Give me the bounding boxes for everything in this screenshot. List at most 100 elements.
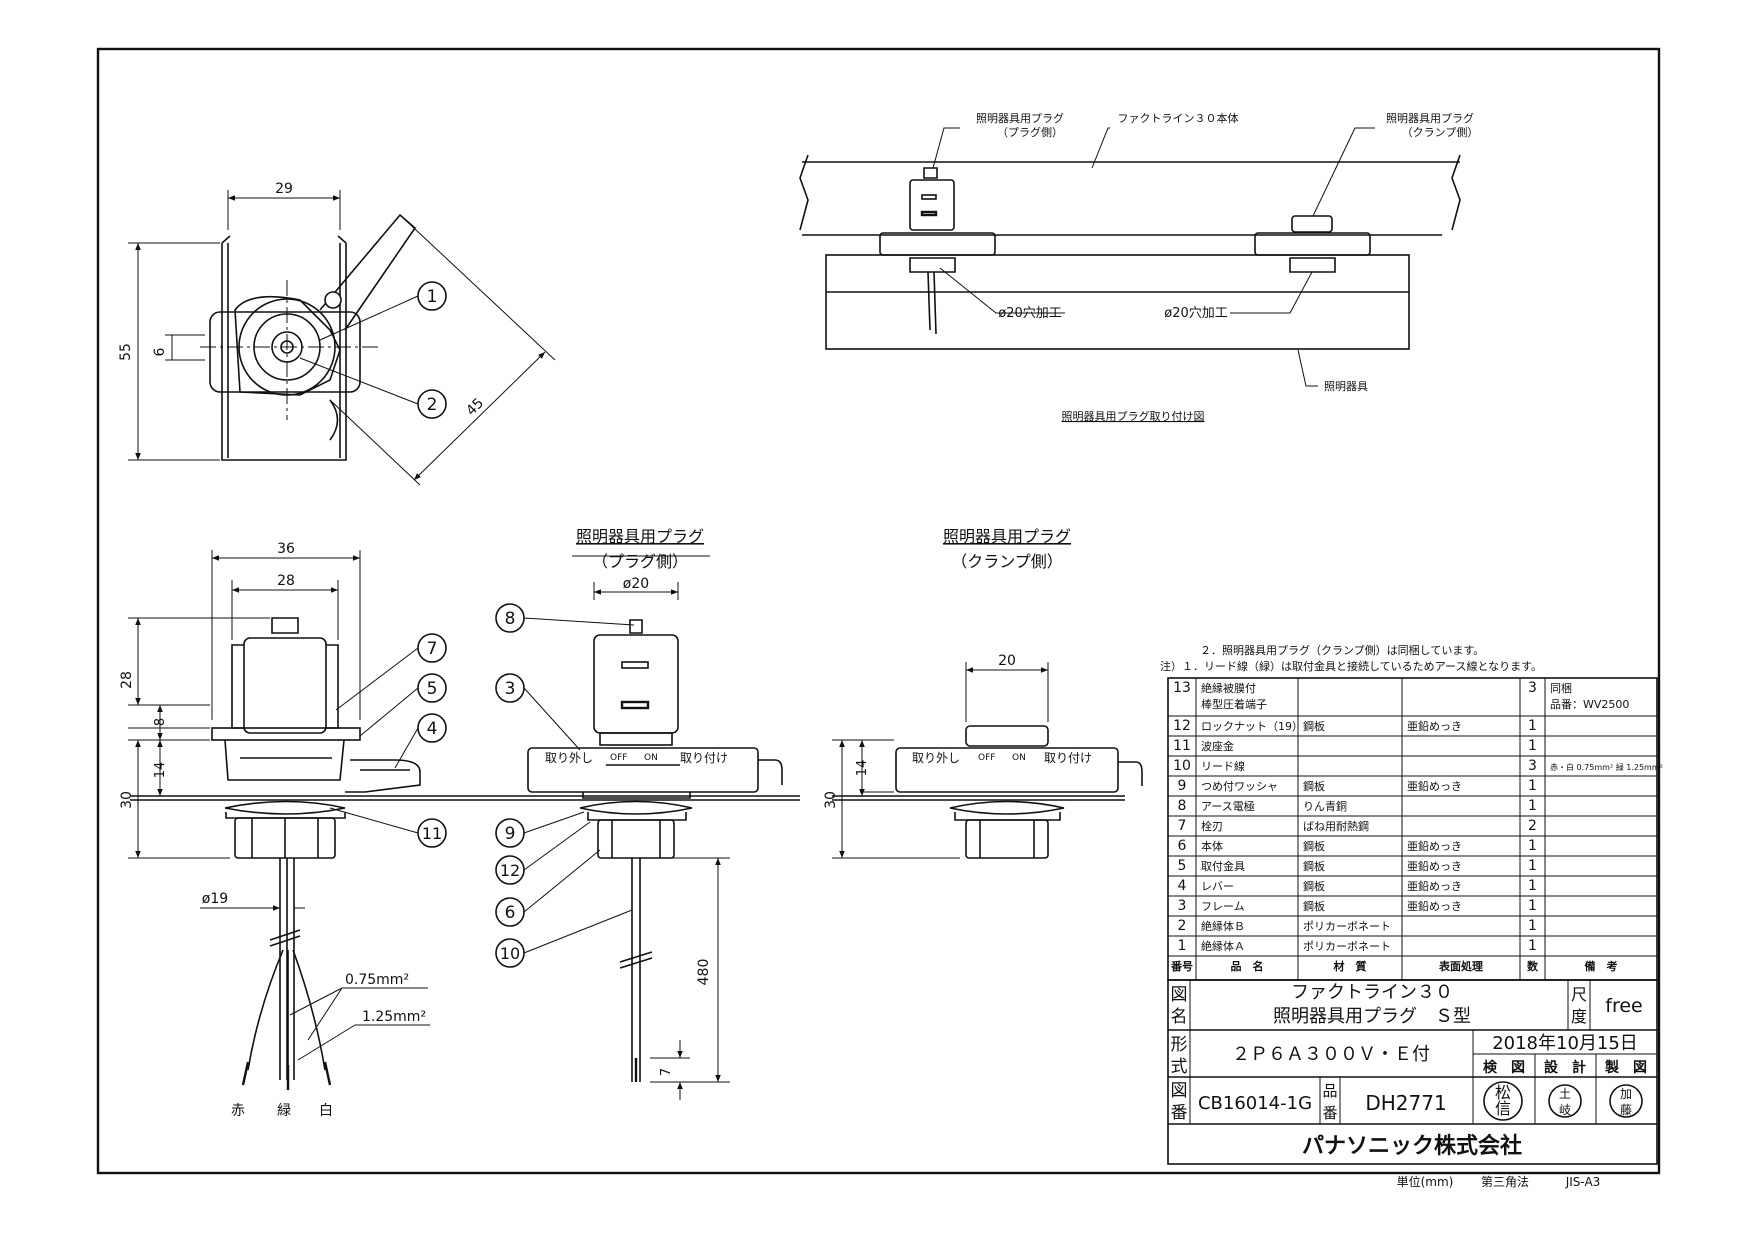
dim-top-small: 6 <box>152 347 168 356</box>
callout-3: 3 <box>495 673 525 703</box>
svg-text:4: 4 <box>427 719 438 739</box>
callout-12: 12 <box>495 855 525 885</box>
callout-11: 11 <box>417 818 447 848</box>
parts-table-header: 数 <box>1527 959 1539 973</box>
svg-text:5: 5 <box>427 679 438 699</box>
parts-table-cell: 4 <box>1178 878 1187 894</box>
install-hole-label-1: ø20穴加工 <box>998 306 1062 321</box>
parts-table-cell: 2 <box>1528 818 1537 834</box>
dim-top-height: 55 <box>118 343 134 361</box>
parts-table-cell: 鋼板 <box>1303 839 1325 853</box>
parts-table-header: 品 名 <box>1231 959 1264 973</box>
dim-clamp-14: 14 <box>855 760 870 777</box>
plug-attach-label: 取り付け <box>680 751 728 765</box>
parts-table-cell: 1 <box>1178 938 1187 954</box>
parts-table-cell: 1 <box>1528 858 1537 874</box>
svg-text:3: 3 <box>505 679 516 699</box>
install-clamp-side-label-2: （クランプ側） <box>1402 126 1479 139</box>
title-drawing-no: CB16014-1G <box>1198 1093 1312 1114</box>
parts-table-cell: 鋼板 <box>1303 879 1325 893</box>
title-drawing-label-1: 図 <box>1171 1081 1188 1101</box>
clamp-on-label: ON <box>1012 753 1026 763</box>
callout-5: 5 <box>417 673 447 703</box>
parts-table-cell: 7 <box>1178 818 1187 834</box>
parts-table-cell: 鋼板 <box>1303 719 1325 733</box>
install-caption: 照明器具用プラグ取り付け図 <box>1062 409 1205 423</box>
parts-table-header: 表面処理 <box>1438 959 1483 973</box>
parts-table-cell: 1 <box>1528 798 1537 814</box>
stamp-text: 藤 <box>1620 1103 1632 1117</box>
callout-2: 2 <box>417 389 447 419</box>
parts-table-cell: 10 <box>1173 758 1191 774</box>
parts-table-cell: 鋼板 <box>1303 859 1325 873</box>
top-view <box>128 190 556 486</box>
front-view <box>128 550 800 1090</box>
parts-table-cell: 亜鉛めっき <box>1407 779 1462 793</box>
dim-plug-dia20: ø20 <box>623 576 649 592</box>
parts-table-cell: リード線 <box>1201 759 1245 773</box>
parts-table-cell: 3 <box>1528 680 1537 696</box>
dim-top-diagonal: 45 <box>463 395 487 419</box>
svg-text:1: 1 <box>427 287 438 307</box>
parts-table-header: 番号 <box>1170 959 1193 973</box>
parts-table-cell: 亜鉛めっき <box>1407 719 1462 733</box>
callout-6: 6 <box>495 897 525 927</box>
title-scale-label-1: 尺 <box>1571 985 1587 1004</box>
title-name-line-1: ファクトライン３０ <box>1291 982 1453 1003</box>
parts-table-cell: 1 <box>1528 938 1537 954</box>
svg-text:11: 11 <box>422 824 442 843</box>
stamp-text: 松 <box>1495 1083 1511 1102</box>
clamp-side-title-1: 照明器具用プラグ <box>943 527 1071 546</box>
note-1: 注）１．リード線（緑）は取付金具と接続しているためアース線となります。 <box>1160 659 1542 673</box>
title-check: 検 図 <box>1483 1059 1525 1076</box>
dim-front-dia19: ø19 <box>202 891 228 907</box>
svg-text:7: 7 <box>427 639 438 659</box>
title-name-label-2: 名 <box>1171 1007 1188 1027</box>
title-date: 2018年10月15日 <box>1492 1033 1638 1054</box>
parts-table-cell: 赤・白 0.75mm² 緑 1.25mm² <box>1550 762 1663 772</box>
company-name: パナソニック株式会社 <box>1302 1133 1522 1159</box>
parts-table-cell: りん青銅 <box>1303 799 1347 813</box>
parts-table-cell: レバー <box>1201 880 1234 893</box>
plug-on-label: ON <box>644 753 658 763</box>
plug-side-title-1: 照明器具用プラグ <box>576 527 704 546</box>
parts-table-cell: 亜鉛めっき <box>1407 839 1462 853</box>
parts-table-cell: 同梱品番：WV2500 <box>1550 681 1629 711</box>
parts-table-cell: 11 <box>1173 738 1191 754</box>
title-name-label-1: 図 <box>1171 985 1188 1005</box>
parts-table-cell: 1 <box>1528 718 1537 734</box>
parts-table-cell: 6 <box>1178 838 1187 854</box>
install-plug-side-label-1: 照明器具用プラグ <box>976 111 1064 125</box>
parts-table-cell: ばね用耐熱鋼 <box>1303 819 1369 833</box>
parts-table-cell: 12 <box>1173 718 1191 734</box>
parts-table-cell: 1 <box>1528 838 1537 854</box>
stamp-text: 土 <box>1559 1087 1571 1101</box>
install-clamp-side-label-1: 照明器具用プラグ <box>1386 111 1474 125</box>
clamp-side-view <box>832 662 1143 859</box>
svg-text:9: 9 <box>505 824 516 844</box>
dim-clamp-20: 20 <box>998 653 1016 669</box>
title-name-line-2: 照明器具用プラグ Ｓ型 <box>1273 1006 1471 1027</box>
parts-table-cell: 鋼板 <box>1303 779 1325 793</box>
title-model: ２Ｐ６Ａ３００Ｖ・Ｅ付 <box>1232 1044 1430 1065</box>
parts-table-cell: つめ付ワッシャ <box>1201 780 1278 793</box>
plug-remove-label: 取り外し <box>545 751 593 765</box>
parts-table-cell: 鋼板 <box>1303 899 1325 913</box>
clamp-side-title-2: （クランプ側） <box>951 552 1063 571</box>
install-plug-side-label-2: （プラグ側） <box>997 125 1063 139</box>
stamp-text: 加 <box>1620 1087 1632 1101</box>
parts-table-cell: 1 <box>1528 878 1537 894</box>
parts-table-cell: 1 <box>1528 778 1537 794</box>
title-part-no: DH2771 <box>1365 1091 1446 1115</box>
plug-side-title-2: （プラグ側） <box>592 552 688 571</box>
callout-10: 10 <box>495 938 525 968</box>
parts-table-cell: 1 <box>1528 738 1537 754</box>
label-wire-red: 赤 <box>231 1103 245 1119</box>
title-model-label-1: 形 <box>1171 1035 1188 1055</box>
install-view <box>799 127 1461 387</box>
parts-table-cell: 栓刃 <box>1201 819 1223 833</box>
title-scale-label-2: 度 <box>1571 1007 1587 1026</box>
label-wire-green: 緑 <box>277 1103 291 1119</box>
stamp-drafting: 加藤 <box>1620 1087 1632 1117</box>
